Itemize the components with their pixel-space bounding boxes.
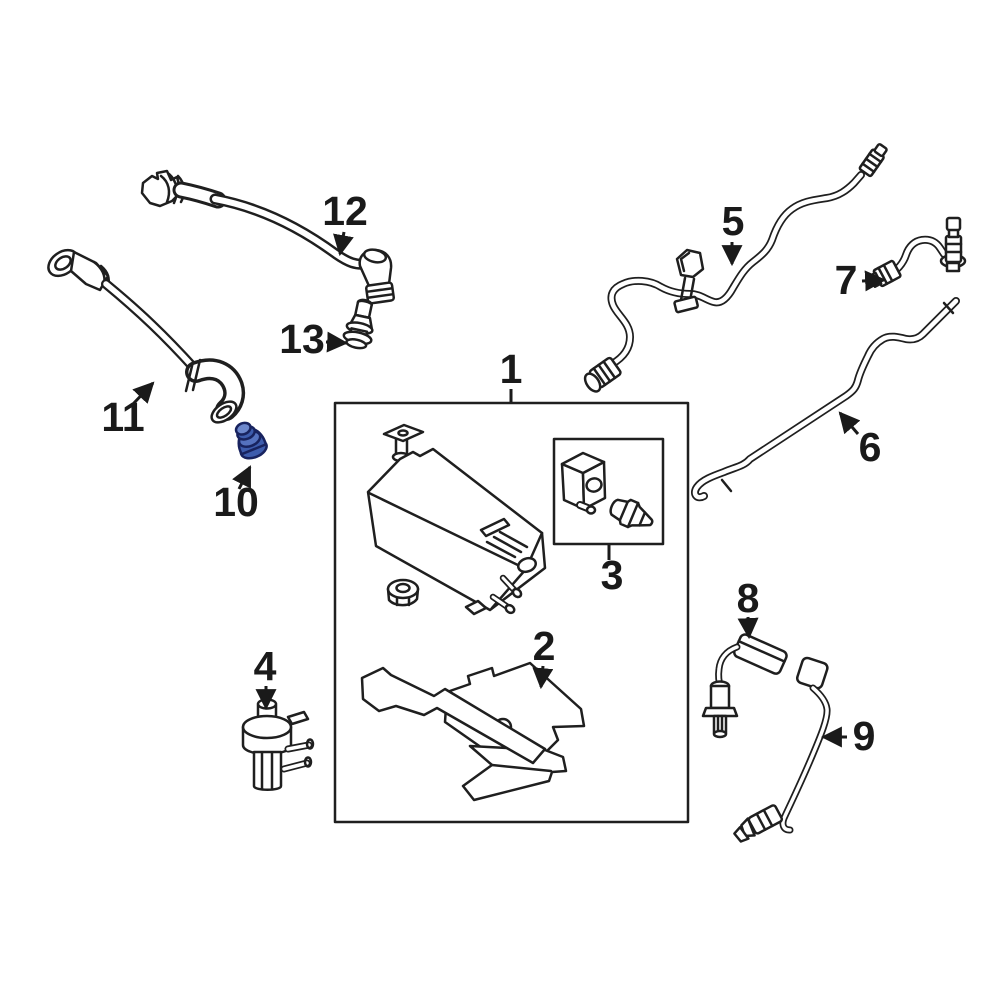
callout-7[interactable]: 7 [835,257,858,303]
body-fold [367,491,528,571]
tube-segment-mark [942,301,955,315]
hose-fill [212,196,368,268]
bracket-strap [360,666,547,765]
leader-6 [838,411,861,435]
part-10-grommet-highlighted[interactable] [231,418,270,462]
sensor-body [709,684,731,710]
part-4-purge-valve[interactable] [241,698,315,791]
leader-10 [232,465,252,490]
callout-5[interactable]: 5 [722,198,745,244]
callout-12[interactable]: 12 [322,188,368,234]
callout-3[interactable]: 3 [601,552,624,598]
valve-tab [286,710,310,726]
elbow-cap [362,248,388,264]
callout-13[interactable]: 13 [279,316,325,362]
part-3-valve-and-sensor[interactable] [552,437,665,546]
connector-base [945,261,961,273]
cube-top-face [560,451,606,475]
hose-sleeve [868,259,902,288]
valve-body-top [241,714,293,740]
tube-fill [609,172,864,367]
sensor-hex-nut [701,706,739,718]
part-2-mounting-bracket[interactable] [360,661,586,802]
vent-line [485,540,517,559]
callout-8[interactable]: 8 [737,575,760,621]
clip-stem [679,276,687,302]
sensor-connector [795,656,829,690]
bracket-flange [461,744,568,802]
top-bracket-plate [382,423,425,443]
bullet-sensor [609,498,654,529]
part-13-connector-fitting[interactable] [342,297,379,350]
mounting-nut-top [386,578,420,600]
leader-8 [737,616,759,640]
part-5-vapor-tube[interactable] [581,142,889,394]
tube-segment-mark [720,478,733,493]
fitting-stem [354,299,373,320]
callout-6[interactable]: 6 [859,424,882,470]
tube-fill [692,298,959,500]
port-cap [511,587,523,599]
tube-clip-detail [679,251,691,273]
leader-2 [532,665,554,690]
leader-7 [861,270,887,292]
flange-fold [490,763,553,773]
elbow-open-end-inner [215,405,233,419]
grommet-top [234,421,252,436]
leader-11 [131,381,155,406]
leader-13 [325,331,349,353]
quick-connect-fitting [140,169,183,208]
nipple-cap [585,505,597,515]
callout-9[interactable]: 9 [853,713,876,759]
leader-12 [333,231,354,257]
port-cap [504,603,516,615]
part-12-vapor-hose[interactable] [140,169,395,305]
canister-port-hole [517,556,537,574]
hose-fill [883,237,947,280]
sensor-wire-fill [781,686,829,832]
callout-11[interactable]: 11 [101,394,144,440]
sensor-connector [733,633,788,675]
callout-1[interactable]: 1 [500,346,523,392]
canister-body [366,447,547,612]
fitting-ridge [159,174,171,204]
top-bracket-hole [397,429,409,437]
callout-leaders [131,231,887,748]
connector-cap [945,216,962,232]
hose-fill [103,281,197,371]
cube-hole [585,477,603,493]
part-7-connector-hose[interactable] [868,216,967,289]
part-6-vapor-tube[interactable] [691,297,960,502]
valve-lower-block [252,750,283,791]
callout-2[interactable]: 2 [533,623,556,669]
vent-slit [479,517,511,538]
callout-4[interactable]: 4 [254,643,277,689]
connector-body [944,234,963,264]
port-cap [305,738,315,750]
vapor-canister [366,423,547,616]
callout-10[interactable]: 10 [213,479,259,525]
bottom-tab [464,599,488,616]
vent-line [492,535,523,554]
part-9-oxygen-sensor[interactable] [731,656,831,844]
part-8-oxygen-sensor[interactable] [701,633,788,739]
end-fitting [858,143,888,178]
clip-foot [673,295,699,314]
valve-port-fill [286,743,311,751]
vent-line [498,530,529,549]
mounting-nut-hole [395,582,411,594]
valve-port-fill [282,761,309,771]
port-cap [303,756,313,768]
fitting-ring-inner [54,255,72,271]
elbow-end-fitting [583,356,622,393]
callout-labels: 1 2 3 4 5 6 7 8 9 10 11 12 13 [101,188,881,759]
sensor-body [733,804,784,843]
sensor-tip [712,729,728,739]
part-11-hose[interactable] [44,245,246,427]
clamp-line [191,358,202,392]
elbow-ribbed-end [365,281,395,305]
clamp-line [184,360,195,393]
part-1-canister-assembly[interactable] [333,401,690,824]
